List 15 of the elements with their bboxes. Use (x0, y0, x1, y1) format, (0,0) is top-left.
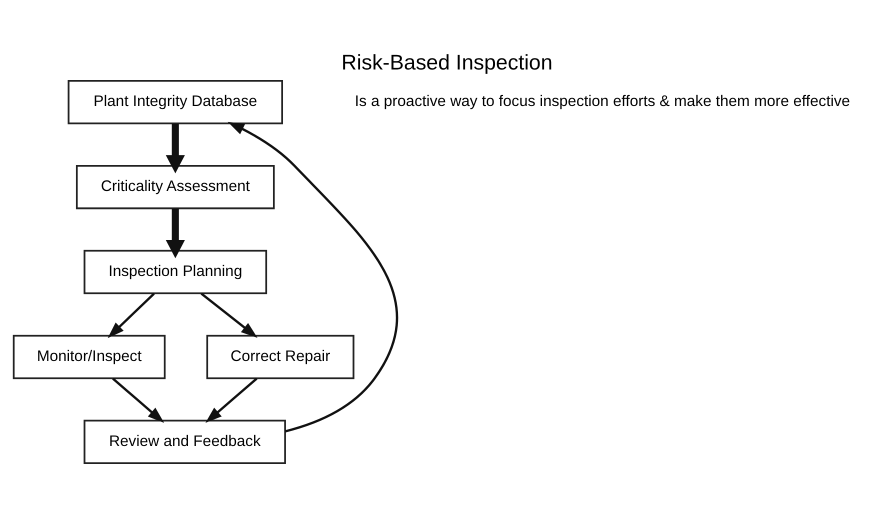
arrow (227, 122, 398, 432)
arrow (112, 378, 164, 423)
arrow (107, 292, 154, 338)
arrow (165, 124, 184, 174)
label: Is a proactive way to focus inspection efforts & make them more effective (354, 93, 850, 110)
node-box: Review and Feedback (83, 420, 286, 464)
node-box: Criticality Assessment (75, 164, 274, 210)
node-box: Monitor/Inspect (12, 334, 166, 380)
diagram-title: Risk-Based Inspection (340, 52, 552, 75)
node-box: Correct Repair (206, 334, 354, 380)
arrow (200, 292, 257, 338)
arrow (165, 208, 184, 258)
arrow (204, 378, 257, 423)
node-box: Plant Integrity Database (67, 80, 282, 124)
node-box: Inspection Planning (83, 250, 267, 294)
